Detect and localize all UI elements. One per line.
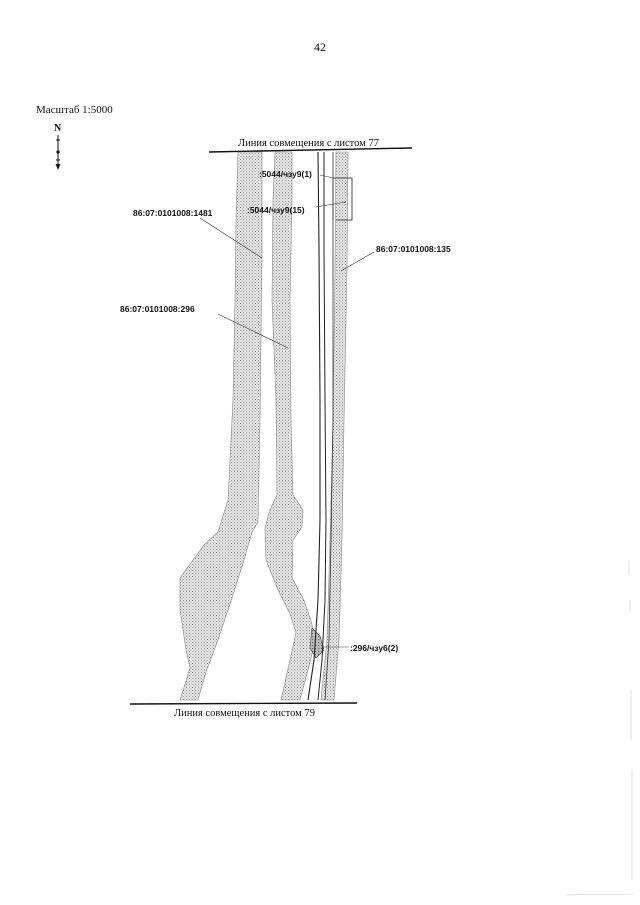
label-part-5044-1: :5044/чзу9(1) — [259, 169, 312, 179]
corridor-line-mid — [317, 152, 327, 701]
label-part-5044-15: :5044/чзу9(15) — [247, 205, 305, 215]
part-5044-box — [333, 177, 353, 221]
top-boundary-line — [208, 147, 413, 153]
label-parcel-296: 86:07:0101008:296 — [120, 304, 195, 314]
north-label: N — [54, 123, 62, 134]
page-number: 42 — [314, 40, 326, 54]
top-boundary-caption: Линия совмещения с листом 77 — [238, 138, 379, 149]
north-arrow-icon: N — [54, 123, 62, 170]
label-part-296-2: :296/чзу6(2) — [350, 643, 398, 653]
label-parcel-1481: 86:07:0101008:1481 — [133, 208, 213, 218]
scan-artifacts — [565, 560, 635, 896]
scale-label: Масштаб 1:5000 — [36, 104, 113, 116]
bottom-boundary-line — [129, 702, 358, 705]
corridor-line-right — [324, 152, 334, 701]
parcel-1481 — [179, 151, 263, 701]
corridor-line-left — [307, 151, 321, 701]
label-parcel-135: 86:07:0101008:135 — [376, 244, 451, 254]
leader-lines — [199, 174, 375, 648]
part-296-2 — [309, 627, 325, 659]
bottom-boundary-caption: Линия совмещения с листом 79 — [174, 708, 315, 719]
parcel-296 — [264, 151, 315, 701]
